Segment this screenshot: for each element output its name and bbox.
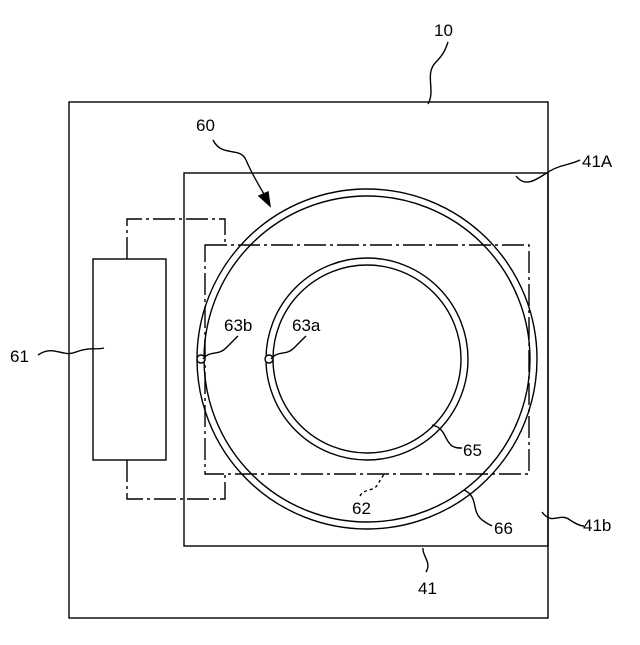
- leader-63b: [203, 336, 238, 359]
- label-63b: 63b: [224, 316, 252, 335]
- leader-60: [213, 140, 264, 194]
- inner-ring-outer: [266, 258, 468, 460]
- label-63a: 63a: [292, 316, 321, 335]
- outer-ring-outer: [197, 189, 537, 529]
- leader-62: [360, 474, 384, 496]
- label-60: 60: [196, 116, 215, 135]
- label-41b: 41b: [583, 516, 611, 535]
- label-41: 41: [418, 579, 437, 598]
- dashdot-rectangle: [205, 245, 529, 474]
- leader-10: [428, 42, 448, 104]
- dashdot-bracket-bottom: [127, 460, 225, 499]
- side-box: [93, 259, 166, 460]
- label-10: 10: [434, 21, 453, 40]
- leader-63a: [271, 336, 306, 359]
- inner-box: [184, 173, 548, 546]
- label-62: 62: [352, 499, 371, 518]
- label-41A: 41A: [582, 152, 613, 171]
- leader-65: [432, 425, 462, 448]
- arrowhead-60: [259, 192, 270, 206]
- label-65: 65: [463, 441, 482, 460]
- dashdot-bracket: [127, 219, 225, 259]
- leader-41: [423, 548, 428, 572]
- label-66: 66: [494, 519, 513, 538]
- label-61: 61: [10, 347, 29, 366]
